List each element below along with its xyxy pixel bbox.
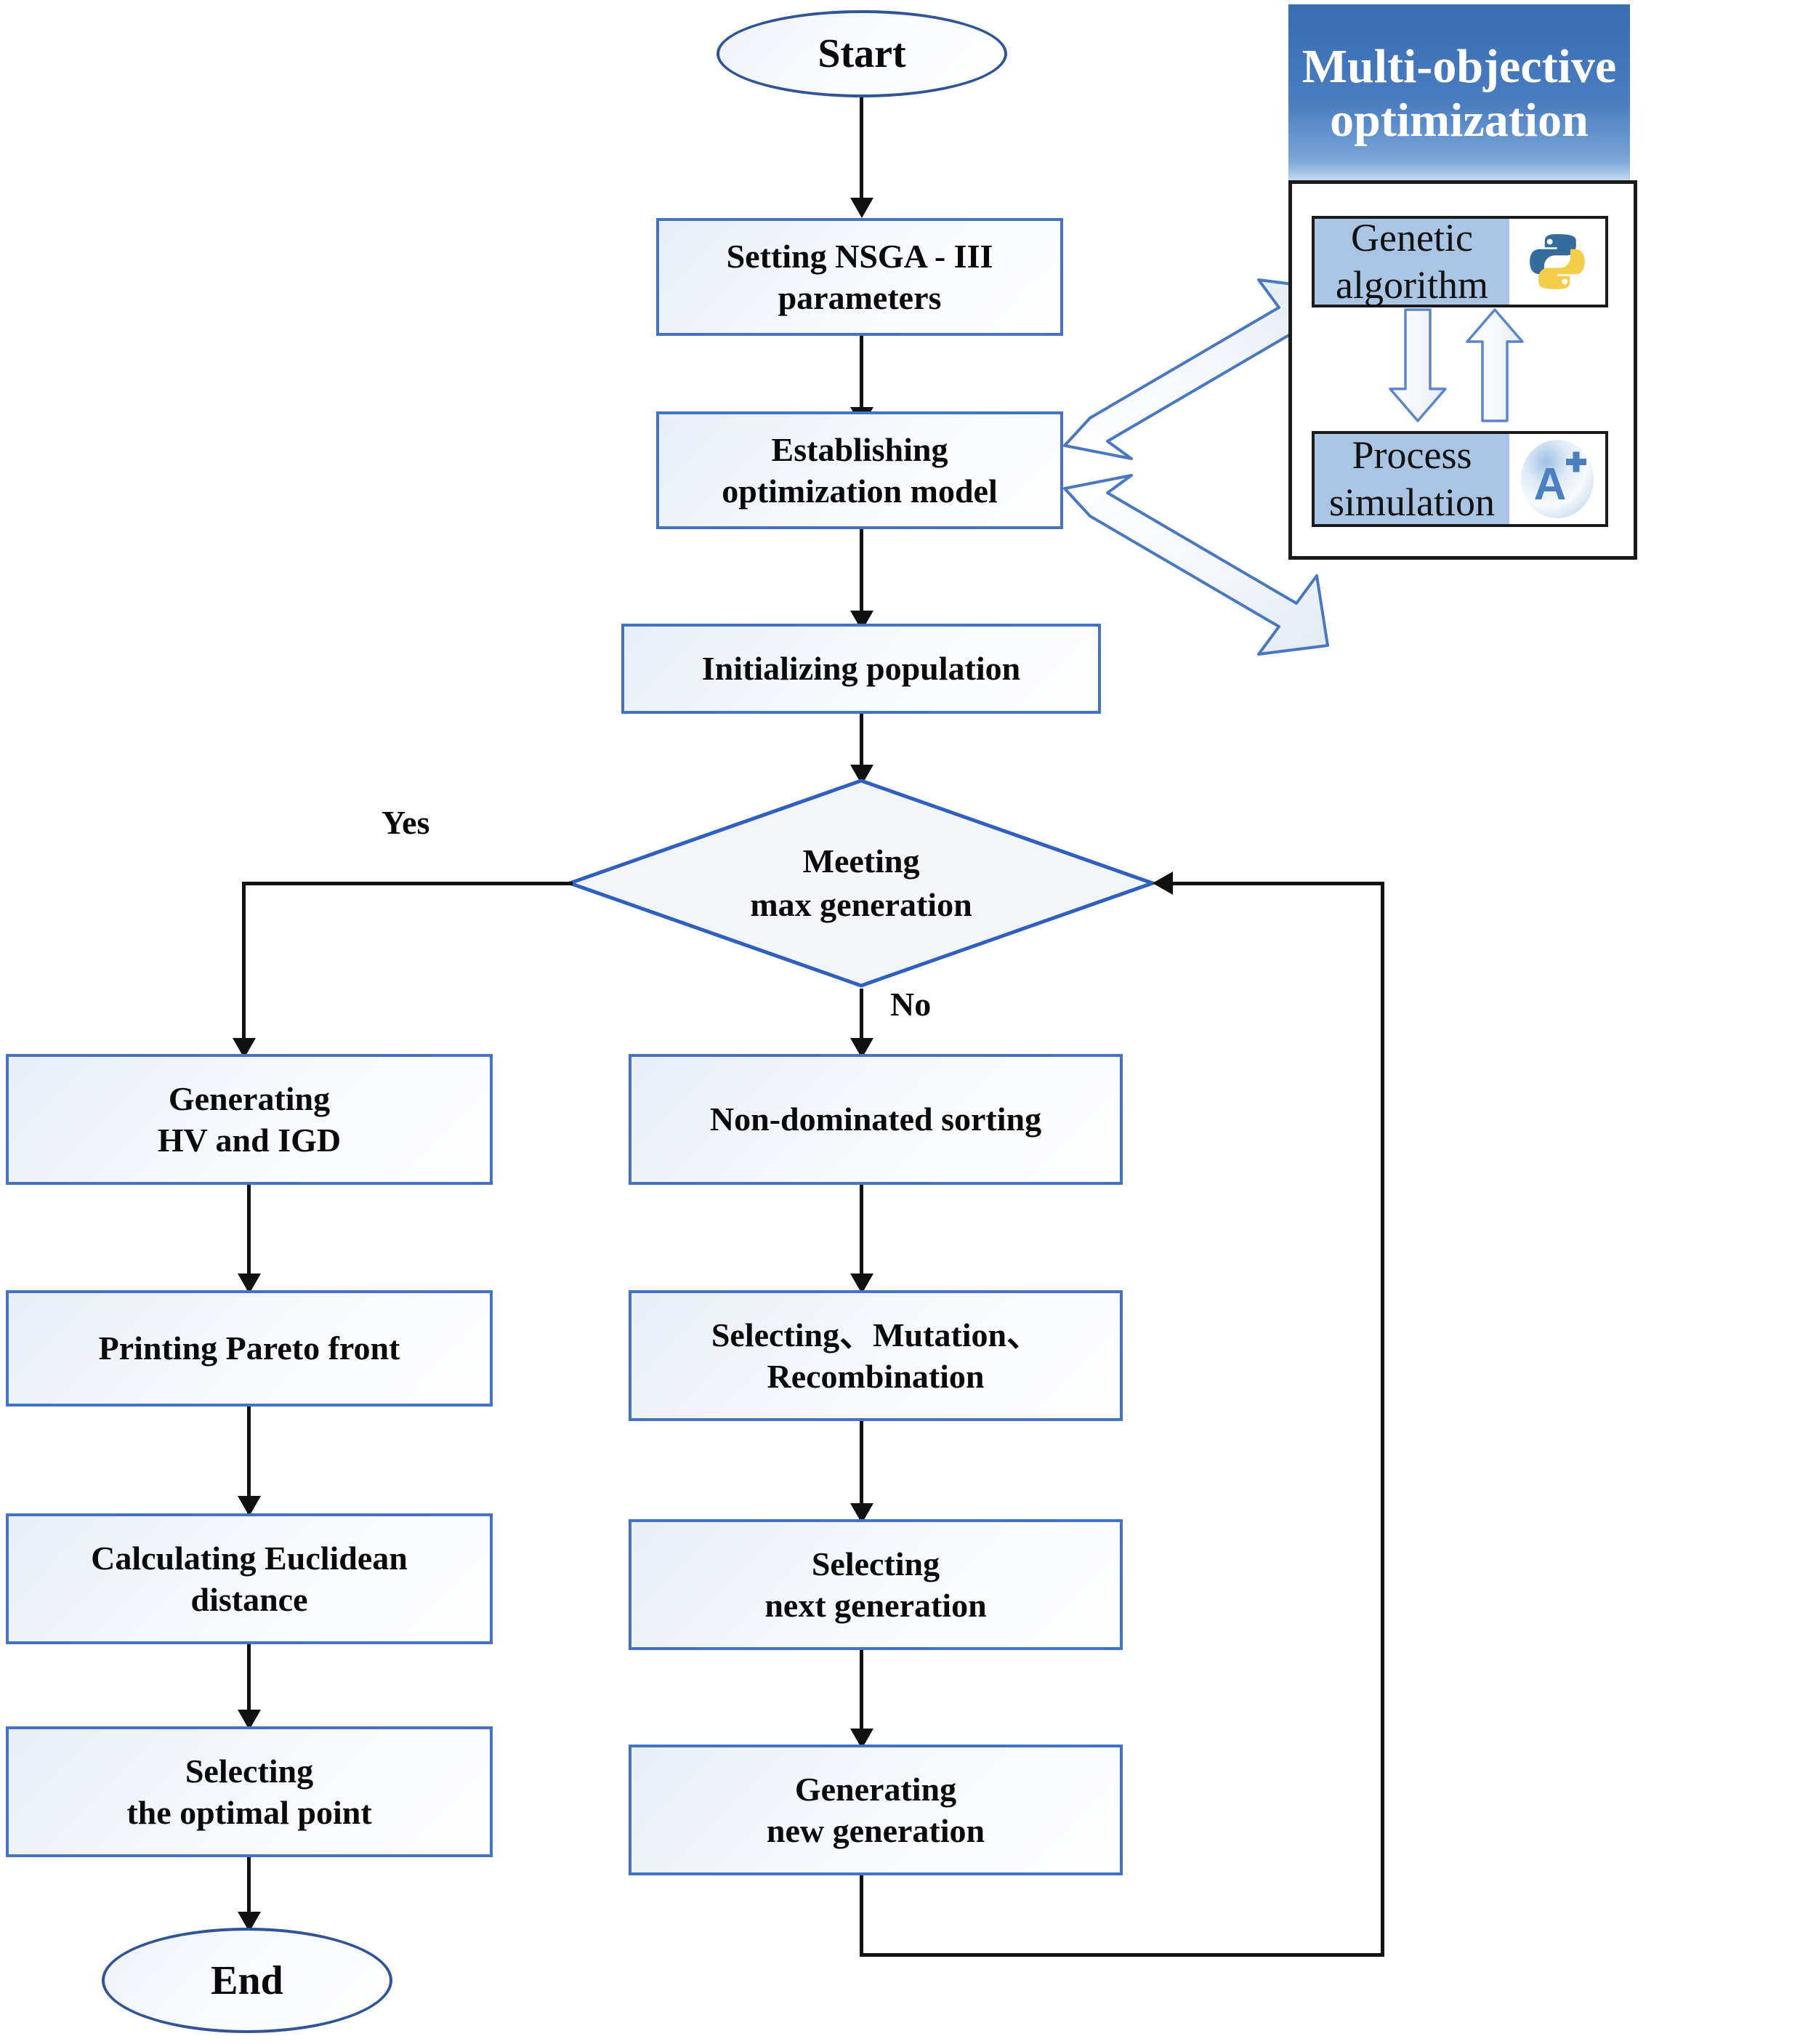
tool-box-genetic-algorithm[interactable]: Genetic algorithm (1312, 216, 1608, 307)
panel-header-multi-objective-optimization: Multi-objective optimization (1288, 4, 1630, 183)
node-selecting-mutation-line2: Recombination (767, 1358, 985, 1395)
node-non-dominated-sorting[interactable]: Non-dominated sorting (629, 1054, 1123, 1185)
node-initializing-population-label: Initializing population (701, 650, 1021, 688)
arrowhead-setting (850, 198, 873, 218)
node-start[interactable]: Start (717, 10, 1007, 97)
edge-loop-down (860, 1875, 863, 1957)
node-selecting-optimal-line2: the optimal point (126, 1794, 372, 1831)
edge-loop-right (1381, 882, 1384, 1957)
edge-no-vertical (860, 989, 863, 1061)
edge-establishing-to-init (860, 529, 863, 622)
node-generating-new-generation[interactable]: Generating new generation (629, 1745, 1123, 1875)
node-printing-pareto-front[interactable]: Printing Pareto front (6, 1290, 493, 1407)
tool-genetic-line2: algorithm (1336, 263, 1488, 307)
tool-label-genetic-algorithm: Genetic algorithm (1315, 216, 1509, 307)
panel-body: Genetic algorithm (1288, 180, 1637, 560)
edge-pareto-to-euclidean (247, 1407, 251, 1519)
arrowhead-calculating-euclidean (238, 1496, 261, 1516)
block-arrow-model-to-panel-down (1063, 474, 1329, 656)
edge-hvigd-to-pareto (247, 1185, 251, 1297)
node-calculating-euclidean-distance[interactable]: Calculating Euclidean distance (6, 1513, 493, 1644)
node-printing-pareto-front-label: Printing Pareto front (98, 1329, 400, 1367)
edge-label-no: No (890, 986, 932, 1023)
block-arrow-ga-to-sim-down (1389, 308, 1447, 422)
node-initializing-population[interactable]: Initializing population (621, 624, 1101, 714)
edge-setting-to-establishing (860, 336, 863, 416)
edge-nextgen-to-newgen (860, 1650, 863, 1752)
tool-simulation-line2: simulation (1329, 480, 1495, 524)
node-end[interactable]: End (102, 1928, 392, 2033)
tool-label-process-simulation: Process simulation (1315, 433, 1509, 524)
tool-box-process-simulation[interactable]: Process simulation A (1312, 431, 1608, 527)
svg-text:A: A (1534, 459, 1567, 510)
node-selecting-optimal-line1: Selecting (185, 1752, 314, 1790)
node-setting-parameters[interactable]: Setting NSGA - III parameters (656, 218, 1063, 336)
node-generating-new-gen-line1: Generating (794, 1770, 957, 1808)
node-selecting-next-gen-line1: Selecting (811, 1545, 940, 1582)
tool-logo-slot-python (1509, 219, 1605, 305)
node-establishing-model-line2: optimization model (722, 472, 998, 510)
decision-diamond-shape (567, 778, 1155, 988)
edge-loop-top (1173, 882, 1384, 885)
node-selecting-mutation-line1: Selecting、Mutation、 (711, 1316, 1041, 1353)
edge-init-to-decision (860, 714, 863, 779)
tool-logo-slot-aspen: A (1509, 434, 1605, 524)
edge-sorting-to-mutation (860, 1185, 863, 1297)
edge-label-yes: Yes (382, 804, 430, 841)
edge-loop-bottom (860, 1953, 1384, 1957)
edge-yes-vertical (242, 882, 246, 1049)
node-start-label: Start (818, 31, 906, 76)
node-calculating-euclidean-line1: Calculating Euclidean (91, 1539, 408, 1577)
node-generating-hv-igd-line1: Generating (168, 1079, 331, 1117)
node-generating-new-gen-line2: new generation (766, 1812, 985, 1849)
tool-genetic-line1: Genetic (1351, 216, 1473, 260)
node-selecting-next-gen-line2: next generation (764, 1587, 987, 1624)
block-arrow-sim-to-ga-up (1466, 308, 1524, 422)
node-establishing-model-line1: Establishing (771, 430, 948, 468)
node-setting-parameters-line1: Setting NSGA - III (726, 237, 993, 275)
edge-start-to-setting (860, 97, 863, 206)
node-selecting-optimal-point[interactable]: Selecting the optimal point (6, 1726, 493, 1857)
node-end-label: End (211, 1958, 283, 2003)
arrowhead-loop-to-decision (1153, 872, 1173, 895)
tool-simulation-line1: Process (1352, 433, 1472, 478)
edge-optimal-to-end (247, 1857, 251, 1934)
edge-yes-horizontal (242, 882, 573, 885)
aspen-plus-logo-icon: A (1521, 440, 1594, 518)
python-logo-icon (1530, 234, 1585, 289)
node-decision-max-generation[interactable]: Meeting max generation (567, 778, 1155, 989)
node-establishing-model[interactable]: Establishing optimization model (656, 411, 1063, 529)
node-setting-parameters-line2: parameters (778, 279, 942, 316)
node-generating-hv-igd[interactable]: Generating HV and IGD (6, 1054, 493, 1185)
node-selecting-mutation-recombination[interactable]: Selecting、Mutation、 Recombination (629, 1290, 1123, 1421)
node-non-dominated-sorting-label: Non-dominated sorting (709, 1101, 1042, 1138)
panel-header-line2: optimization (1330, 94, 1589, 147)
node-generating-hv-igd-line2: HV and IGD (157, 1122, 342, 1159)
edge-mutation-to-nextgen (860, 1421, 863, 1526)
node-selecting-next-generation[interactable]: Selecting next generation (629, 1519, 1123, 1650)
node-calculating-euclidean-line2: distance (190, 1581, 308, 1618)
panel-header-line1: Multi-objective (1301, 40, 1617, 94)
edge-euclidean-to-optimal (247, 1644, 251, 1731)
